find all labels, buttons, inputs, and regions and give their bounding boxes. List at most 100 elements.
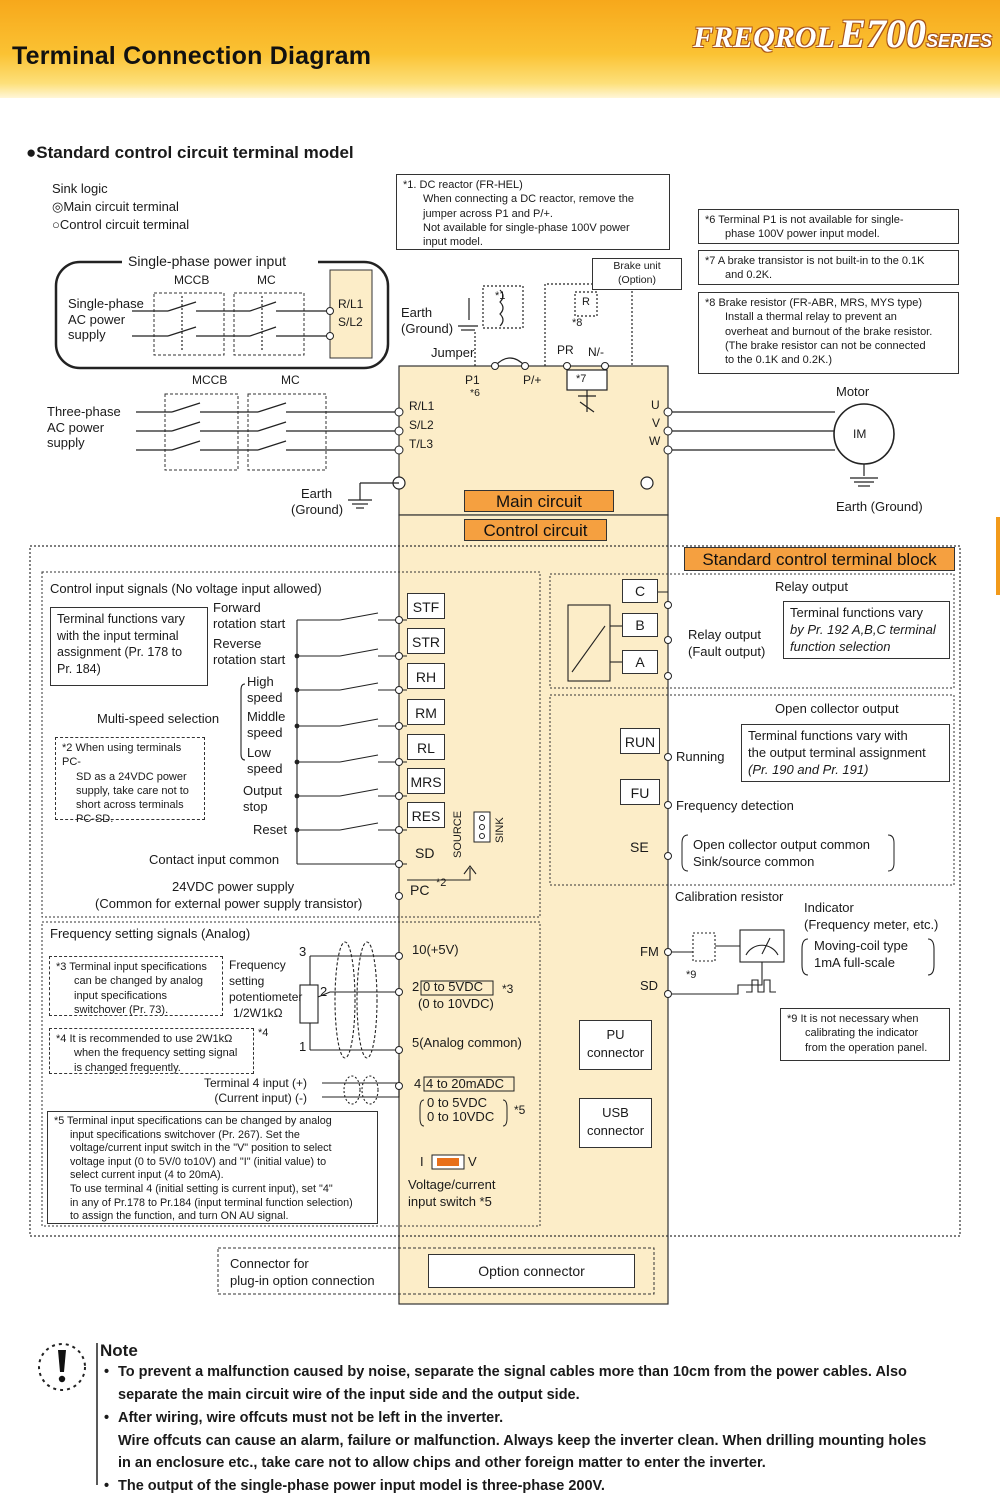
v-label: V bbox=[652, 416, 661, 430]
note-5: *5 Terminal input specifications can be … bbox=[47, 1111, 378, 1224]
p1-note: *6 bbox=[470, 387, 480, 399]
terminal-res: RES bbox=[407, 802, 445, 828]
terminal-4: 4 bbox=[414, 1076, 422, 1091]
star9: *9 bbox=[686, 969, 697, 981]
motor-earth-label: Earth (Ground) bbox=[836, 499, 923, 514]
mccb-label-2: MCCB bbox=[192, 373, 228, 387]
relay-output-title: Relay output bbox=[775, 579, 848, 594]
pot-pin-3: 3 bbox=[299, 944, 307, 959]
side-tab-marker bbox=[996, 517, 1000, 595]
star7-label: *7 bbox=[576, 373, 587, 385]
note-6: *6 Terminal P1 is not available for sing… bbox=[698, 209, 959, 244]
mc-label-1: MC bbox=[257, 273, 276, 287]
star3: *3 bbox=[502, 982, 514, 996]
note-1: *1. DC reactor (FR-HEL) When connecting … bbox=[396, 174, 670, 250]
terminal-10: 10(+5V) bbox=[412, 942, 459, 957]
note-3: *3 Terminal input specifications can be … bbox=[49, 956, 223, 1016]
u-label: U bbox=[651, 398, 660, 412]
pc-note: *2 bbox=[436, 877, 447, 889]
terminal-rm: RM bbox=[407, 699, 445, 725]
sp-sl2: S/L2 bbox=[338, 315, 363, 329]
legend-main-terminal: ◎Main circuit terminal bbox=[52, 199, 179, 214]
brand-logo: FREQROL E700SERIES bbox=[693, 10, 992, 57]
r-label: R bbox=[582, 296, 590, 308]
reset-label: Reset bbox=[253, 822, 287, 837]
note-2: *2 When using terminals PC- SD as a 24VD… bbox=[55, 737, 205, 825]
page-header: Terminal Connection Diagram FREQROL E700… bbox=[0, 0, 1000, 98]
control-input-group bbox=[41, 571, 541, 918]
note-item-1-cont: separate the main circuit wire of the in… bbox=[118, 1386, 580, 1403]
sink-logic-label: Sink logic bbox=[52, 181, 108, 196]
sink-label: SINK bbox=[494, 817, 506, 843]
earth-left: Earth(Ground) bbox=[291, 486, 344, 517]
terminal-rl: RL bbox=[407, 734, 445, 760]
control-circuit-label: Control circuit bbox=[464, 519, 607, 541]
section-title: ●Standard control circuit terminal model bbox=[26, 143, 354, 162]
std-control-block-label: Standard control terminal block bbox=[684, 547, 955, 571]
brand-freqrol: FREQROL bbox=[693, 21, 835, 54]
terminal-fu: FU bbox=[620, 779, 660, 805]
earth-top: Earth(Ground) bbox=[401, 305, 454, 336]
freq-title: Frequency setting signals (Analog) bbox=[50, 926, 251, 941]
std-control-block-outline bbox=[29, 545, 961, 1237]
p1-label: P1 bbox=[465, 373, 480, 387]
terminal-rh: RH bbox=[407, 663, 445, 689]
note-8: *8 Brake resistor (FR-ABR, MRS, MYS type… bbox=[698, 292, 959, 374]
pplus-label: P/+ bbox=[523, 373, 542, 387]
source-label: SOURCE bbox=[452, 810, 464, 858]
terminal-2: 2 bbox=[412, 979, 420, 994]
note-item-2-cont2: in an enclosure etc., take care not to a… bbox=[118, 1455, 766, 1472]
relay-fault-label: Relay output(Fault output) bbox=[688, 627, 766, 659]
mccb-label-1: MCCB bbox=[174, 273, 210, 287]
star8-label: *8 bbox=[572, 317, 583, 329]
t4-range-2: 0 to 5VDC bbox=[427, 1095, 487, 1110]
control-input-title: Control input signals (No voltage input … bbox=[50, 581, 322, 596]
tp-rl1: R/L1 bbox=[409, 399, 435, 413]
star5: *5 bbox=[514, 1103, 526, 1117]
single-phase-title: Single-phase power input bbox=[128, 253, 286, 269]
terminal-sd-label: SD bbox=[415, 845, 435, 861]
running-label: Running bbox=[676, 749, 725, 764]
open-collector-group bbox=[549, 694, 955, 886]
pc-power-label-2: (Common for external power supply transi… bbox=[95, 896, 363, 911]
note-4: *4 It is recommended to use 2W1kΩ when t… bbox=[49, 1028, 254, 1074]
terminal-run: RUN bbox=[620, 728, 660, 754]
note-item-2: After wiring, wire offcuts must not be l… bbox=[100, 1407, 980, 1430]
pr-label: PR bbox=[557, 343, 574, 357]
t4-range-1: 4 to 20mADC bbox=[426, 1076, 505, 1091]
brand-e700: E700 bbox=[839, 11, 926, 56]
pot-pin-2: 2 bbox=[320, 984, 328, 999]
t2-range-1: 0 to 5VDC bbox=[423, 979, 483, 994]
tp-sl2: S/L2 bbox=[409, 418, 434, 432]
terminal-5: 5(Analog common) bbox=[412, 1035, 522, 1050]
relay-group bbox=[549, 573, 955, 689]
note-item-3: The output of the single-phase power inp… bbox=[100, 1475, 980, 1498]
pc-power-label-1: 24VDC power supply bbox=[172, 879, 295, 894]
motor-label: Motor bbox=[836, 384, 870, 399]
option-connector-group bbox=[217, 1247, 655, 1295]
brand-series: SERIES bbox=[925, 31, 992, 51]
star4: *4 bbox=[258, 1027, 269, 1039]
freq-setting-group bbox=[41, 921, 541, 1227]
brake-unit-box: Brake unit(Option) bbox=[592, 258, 682, 290]
terminal-mrs: MRS bbox=[407, 768, 445, 794]
note-7: *7 A brake transistor is not built-in to… bbox=[698, 250, 959, 285]
terminal-a: A bbox=[622, 650, 658, 674]
terminal-stf: STF bbox=[407, 593, 445, 619]
terminal-pc-label: PC bbox=[410, 882, 430, 898]
sp-rl1: R/L1 bbox=[338, 297, 364, 311]
terminal-4-input: Terminal 4 input (+)(Current input) (-) bbox=[204, 1076, 308, 1105]
multi-speed-label: Multi-speed selection bbox=[97, 711, 220, 726]
